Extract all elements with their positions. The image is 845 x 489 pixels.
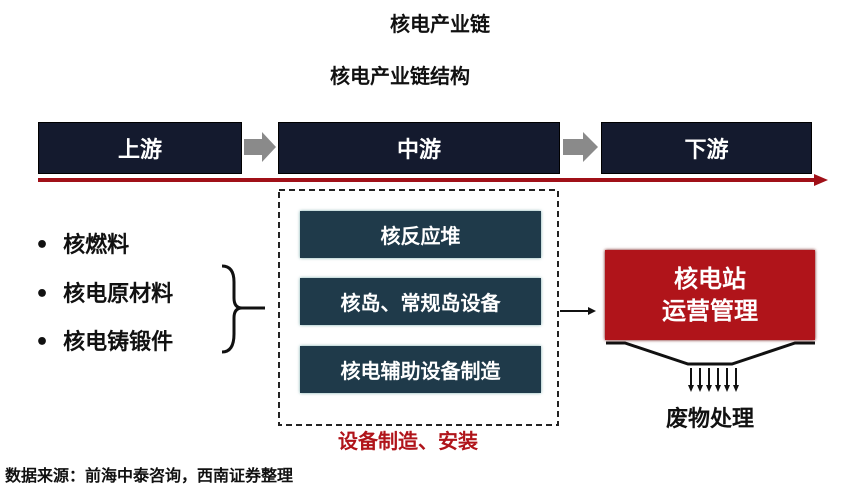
midstream-item: 核反应堆 [300, 211, 541, 258]
brace [221, 264, 243, 354]
page-title: 核电产业链 [390, 12, 490, 36]
waste-arrows [690, 368, 737, 386]
stage-upstream: 上游 [38, 122, 242, 174]
midstream-dashed-box [278, 189, 559, 426]
stage-downstream: 下游 [601, 122, 812, 174]
source-note: 数据来源：前海中泰咨询，西南证券整理 [5, 466, 294, 485]
midstream-item: 核岛、常规岛设备 [300, 278, 541, 325]
diagram-subtitle: 核电产业链结构 [330, 64, 470, 88]
funnel [606, 341, 815, 366]
arrowhead-icon [588, 307, 596, 315]
upstream-item: 核燃料 [35, 227, 129, 259]
downstream-line2: 运营管理 [662, 297, 758, 325]
downstream-box: 核电站 运营管理 [605, 250, 815, 340]
timeline-arrowhead [814, 174, 828, 186]
stage-arrow-2 [563, 132, 598, 162]
stage-arrow-1 [244, 132, 276, 162]
upstream-item: 核电铸锻件 [35, 324, 173, 356]
midstream-label: 设备制造、安装 [338, 429, 478, 453]
waste-arrowheads [688, 385, 739, 392]
stage-midstream: 中游 [278, 122, 560, 174]
downstream-line1: 核电站 [674, 265, 746, 293]
waste-label: 废物处理 [666, 407, 755, 432]
upstream-item: 核电原材料 [35, 276, 173, 308]
midstream-item: 核电辅助设备制造 [300, 346, 541, 393]
